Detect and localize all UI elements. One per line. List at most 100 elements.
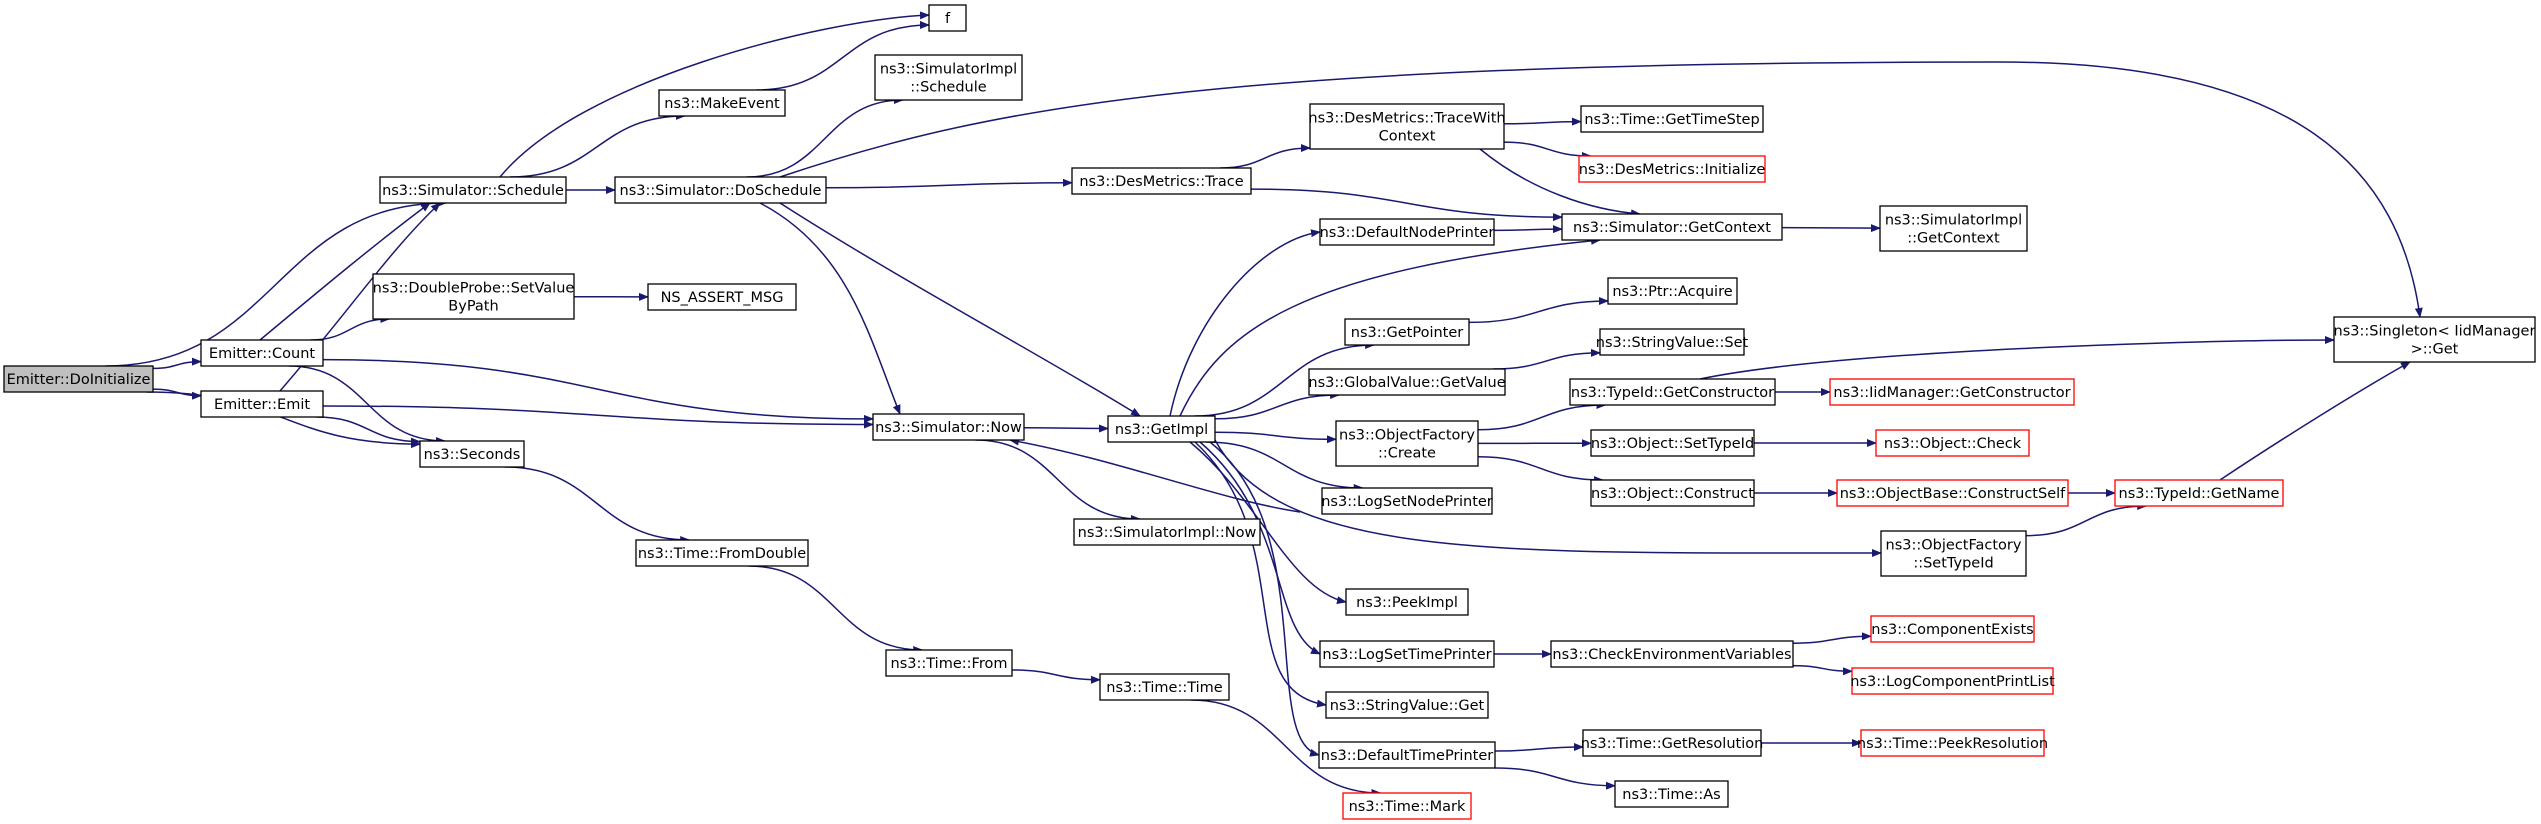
edge-emit-to-seconds [316, 416, 421, 446]
node-f[interactable]: f [928, 4, 967, 32]
node-label: ns3::Object::SetTypeId [1591, 436, 1754, 452]
node-count[interactable]: Emitter::Count [200, 339, 324, 367]
node-box [1073, 518, 1261, 546]
node-sim-getcontext[interactable]: ns3::Simulator::GetContext [1561, 213, 1783, 241]
node-box [872, 413, 1025, 441]
edge-getimpl-to-peekimpl [1189, 441, 1347, 605]
edge-deftimeprinter-to-time_getres [1494, 743, 1584, 752]
node-box [1590, 479, 1755, 507]
edge-desm_trace-to-sim_getcontext [1250, 188, 1563, 222]
node-obj-check[interactable]: ns3::Object::Check [1875, 429, 2030, 457]
node-box [1550, 640, 1794, 668]
node-sim-now[interactable]: ns3::Simulator::Now [872, 413, 1025, 441]
node-sv-set[interactable]: ns3::StringValue::Set [1596, 328, 1749, 356]
node-label: ns3::Time::PeekResolution [1857, 736, 2048, 752]
node-box [1875, 429, 2030, 457]
node-sv-get[interactable]: ns3::StringValue::Get [1325, 691, 1489, 719]
node-time-gettimestep[interactable]: ns3::Time::GetTimeStep [1580, 105, 1764, 133]
node-label: ns3::Time::Time [1106, 680, 1223, 696]
edge-of_create-to-obj_construct [1477, 455, 1604, 484]
node-fromdouble[interactable]: ns3::Time::FromDouble [635, 539, 809, 567]
node-box [658, 89, 786, 117]
node-label: ns3::SimulatorImpl [880, 62, 1017, 78]
node-label: ByPath [448, 299, 498, 315]
node-label: ns3::DesMetrics::TraceWith [1308, 111, 1505, 127]
node-box [1851, 667, 2054, 695]
node-time-mark[interactable]: ns3::Time::Mark [1342, 792, 1472, 820]
node-box [1308, 368, 1506, 396]
node-tid-getname[interactable]: ns3::TypeId::GetName [2114, 479, 2284, 507]
node-label: ns3::Time::FromDouble [638, 546, 806, 562]
node-of-settypeid[interactable]: ns3::ObjectFactory::SetTypeId [1880, 530, 2027, 577]
node-iid-getctor[interactable]: ns3::IidManager::GetConstructor [1829, 378, 2075, 406]
node-gv-getvalue[interactable]: ns3::GlobalValue::GetValue [1308, 368, 1506, 396]
node-desm-init[interactable]: ns3::DesMetrics::Initialize [1578, 155, 1766, 183]
node-label: ns3::LogSetNodePrinter [1321, 494, 1493, 510]
node-label: ns3::Object::Construct [1591, 486, 1754, 502]
node-obj-settypeid[interactable]: ns3::Object::SetTypeId [1590, 429, 1755, 457]
node-doschedule[interactable]: ns3::Simulator::DoSchedule [614, 176, 827, 204]
node-deftimeprinter[interactable]: ns3::DefaultTimePrinter [1318, 741, 1496, 769]
edge-doschedule-to-sim_now [759, 202, 901, 415]
node-label: ns3::Time::GetResolution [1581, 736, 1764, 752]
node-getpointer[interactable]: ns3::GetPointer [1344, 318, 1470, 346]
node-label: ns3::Time::Mark [1349, 799, 1466, 815]
node-time-from[interactable]: ns3::Time::From [885, 649, 1013, 677]
edge-getimpl-to-gv_getvalue [1214, 391, 1341, 420]
node-time-time[interactable]: ns3::Time::Time [1099, 673, 1230, 701]
node-label: ::Schedule [910, 80, 986, 96]
node-box [200, 390, 324, 418]
node-label: ns3::LogComponentPrintList [1850, 674, 2055, 690]
node-tid-getctor[interactable]: ns3::TypeId::GetConstructor [1569, 378, 1776, 406]
node-sim-schedule[interactable]: ns3::Simulator::Schedule [379, 176, 567, 204]
node-label: ns3::TypeId::GetName [2119, 486, 2280, 502]
node-peekimpl[interactable]: ns3::PeekImpl [1345, 588, 1469, 616]
edge-emit-to-sim_now [322, 405, 874, 429]
node-of-create[interactable]: ns3::ObjectFactory::Create [1335, 420, 1479, 467]
node-time-getres[interactable]: ns3::Time::GetResolution [1581, 729, 1764, 757]
node-label: ns3::LogSetTimePrinter [1322, 647, 1491, 663]
node-singleton-get[interactable]: ns3::Singleton< IidManager >::Get [2333, 316, 2536, 363]
node-desm-trace[interactable]: ns3::DesMetrics::Trace [1071, 167, 1252, 195]
node-box [1580, 105, 1764, 133]
node-time-peekres[interactable]: ns3::Time::PeekResolution [1857, 729, 2048, 757]
node-label: ns3::Seconds [424, 447, 521, 463]
node-makeevent[interactable]: ns3::MakeEvent [658, 89, 786, 117]
node-logsettime[interactable]: ns3::LogSetTimePrinter [1319, 640, 1495, 668]
node-defnodeprinter[interactable]: ns3::DefaultNodePrinter [1319, 218, 1495, 246]
node-box [635, 539, 809, 567]
edge-count-to-sim_schedule [259, 202, 431, 341]
node-logcomp-print[interactable]: ns3::LogComponentPrintList [1850, 667, 2055, 695]
node-comp-exists[interactable]: ns3::ComponentExists [1870, 615, 2035, 643]
node-label: Context [1379, 129, 1436, 145]
node-ptr-acquire[interactable]: ns3::Ptr::Acquire [1607, 277, 1738, 305]
node-logsetnode[interactable]: ns3::LogSetNodePrinter [1321, 487, 1493, 515]
node-ns-assert[interactable]: NS_ASSERT_MSG [647, 283, 797, 311]
node-obj-construct[interactable]: ns3::Object::Construct [1590, 479, 1755, 507]
node-simimpl-schedule[interactable]: ns3::SimulatorImpl::Schedule [874, 54, 1023, 101]
node-seconds[interactable]: ns3::Seconds [419, 440, 525, 468]
node-box [1607, 277, 1738, 305]
edge-root-to-seconds [146, 391, 421, 449]
node-label: ns3::MakeEvent [664, 96, 780, 112]
node-simimpl-getcontext[interactable]: ns3::SimulatorImpl::GetContext [1879, 205, 2028, 252]
node-emit[interactable]: Emitter::Emit [200, 390, 324, 418]
node-box [1860, 729, 2045, 757]
node-simimpl-now[interactable]: ns3::SimulatorImpl::Now [1073, 518, 1261, 546]
node-time-as[interactable]: ns3::Time::As [1614, 780, 1729, 808]
node-label: Emitter::DoInitialize [7, 372, 151, 388]
node-box [885, 649, 1013, 677]
node-root[interactable]: Emitter::DoInitialize [3, 365, 154, 393]
node-checkenv[interactable]: ns3::CheckEnvironmentVariables [1550, 640, 1794, 668]
node-objbase-construct[interactable]: ns3::ObjectBase::ConstructSelf [1836, 479, 2069, 507]
edge-root-to-count [152, 357, 202, 370]
node-box [1599, 328, 1745, 356]
node-box [1879, 205, 2028, 252]
edge-fromdouble-to-time_from [748, 565, 924, 654]
edge-getimpl-to-logsettime [1199, 441, 1321, 655]
node-getimpl[interactable]: ns3::GetImpl [1107, 415, 1216, 443]
node-box [1614, 780, 1729, 808]
